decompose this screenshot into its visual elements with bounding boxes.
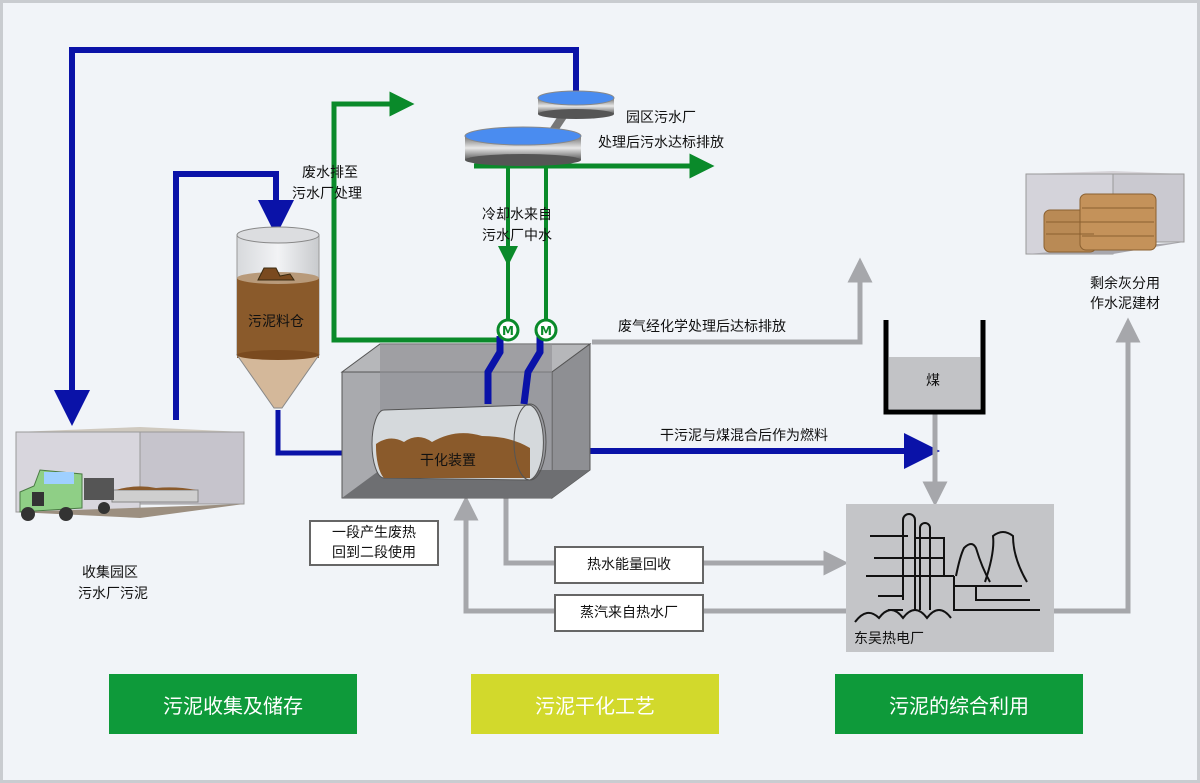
coal-label: 煤 (926, 373, 940, 389)
section-comprehensive-use[interactable]: 污泥的综合利用 (835, 674, 1083, 734)
section-collection-storage[interactable]: 污泥收集及储存 (109, 674, 357, 734)
sludge-silo-icon (236, 226, 320, 409)
blue-return-pipe (54, 47, 940, 469)
mix-fuel-label: 干污泥与煤混合后作为燃料 (660, 427, 828, 444)
wastewater-plant-icon (464, 90, 615, 166)
power-plant-icon (846, 504, 1054, 652)
gray-energy-pipes (453, 257, 1141, 614)
collection-label-1: 收集园区 (82, 564, 138, 581)
green-water-pipes (331, 91, 715, 343)
waste-heat-box: 一段产生废热回到二段使用 (309, 520, 439, 566)
cement-bags-icon (1025, 171, 1185, 255)
wwtp-discharge-label: 处理后污水达标排放 (598, 135, 724, 151)
wwtp-label: 园区污水厂 (626, 110, 696, 126)
dryer-drum-icon (371, 336, 547, 481)
steam-box: 蒸汽来自热水厂 (554, 594, 704, 632)
cooling-water-label-2: 污水厂中水 (482, 228, 552, 244)
section-drying-process[interactable]: 污泥干化工艺 (471, 674, 719, 734)
motor-icon: M (496, 318, 520, 342)
waste-heat-label-2: 回到二段使用 (332, 545, 416, 561)
collection-garage-icon (15, 427, 245, 521)
cooling-water-label-1: 冷却水来自 (482, 207, 552, 223)
hot-water-box: 热水能量回收 (554, 546, 704, 584)
wastewater-label-1: 废水排至 (302, 165, 358, 181)
silo-label: 污泥料仓 (248, 314, 304, 330)
ash-label-1: 剩余灰分用 (1090, 275, 1160, 292)
coal-hopper-icon (883, 320, 986, 415)
svg-text:M: M (540, 324, 552, 338)
diagram-canvas: 园区污水厂 处理后污水达标排放 废水排至 污水厂处理 冷却水来自 污水厂中水 污… (3, 3, 1197, 780)
motor-icon: M (534, 318, 558, 342)
svg-text:M: M (502, 324, 514, 338)
dryer-label: 干化装置 (420, 453, 476, 469)
process-flow-diagram: 园区污水厂 处理后污水达标排放 废水排至 污水厂处理 冷却水来自 污水厂中水 污… (15, 47, 1185, 652)
ash-label-2: 作水泥建材 (1090, 296, 1160, 312)
power-plant-label: 东吴热电厂 (854, 631, 924, 647)
wastewater-label-2: 污水厂处理 (292, 186, 362, 202)
collection-label-2: 污水厂污泥 (78, 586, 148, 602)
waste-heat-label-1: 一段产生废热 (332, 525, 416, 541)
exhaust-label: 废气经化学处理后达标排放 (618, 319, 786, 335)
